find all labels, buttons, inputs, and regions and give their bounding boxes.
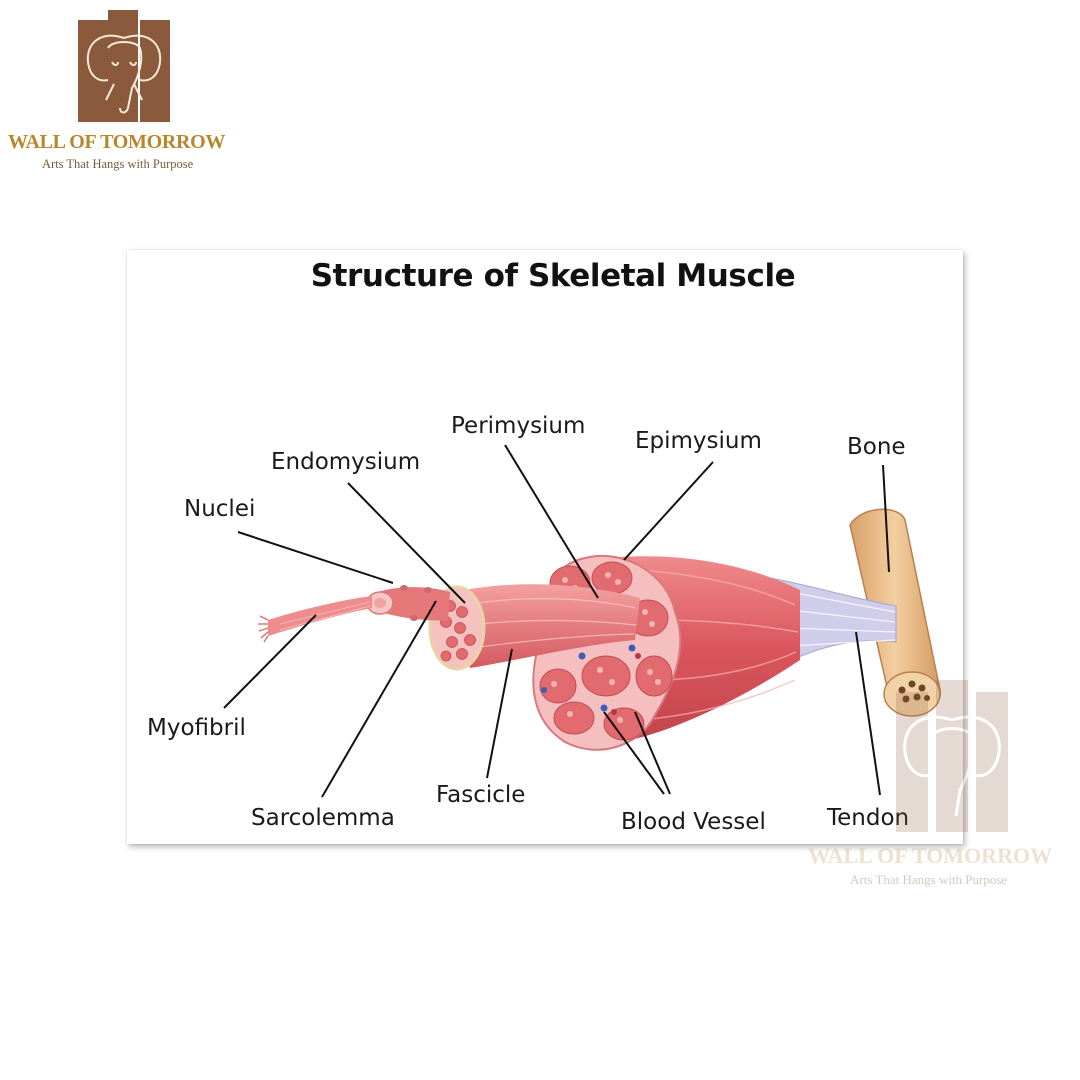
- label-nuclei: Nuclei: [184, 496, 255, 522]
- brand-name: WALL OF TOMORROW: [8, 131, 226, 153]
- nuclei-dots: [400, 585, 432, 621]
- label-perimysium: Perimysium: [451, 413, 585, 439]
- label-sarcolemma: Sarcolemma: [251, 805, 395, 831]
- label-bone: Bone: [847, 434, 906, 460]
- watermark-name: WALL OF TOMORROW: [808, 843, 1053, 868]
- brand-tagline: Arts That Hangs with Purpose: [42, 157, 194, 171]
- fascicle-shape: [455, 584, 640, 668]
- muscle-fiber: [378, 587, 450, 621]
- label-fascicle: Fascicle: [436, 782, 525, 808]
- tendon-shape: [769, 577, 897, 671]
- label-epimysium: Epimysium: [635, 428, 762, 454]
- label-tendon: Tendon: [826, 805, 909, 831]
- watermark-logo-icon: [896, 680, 1008, 832]
- elephant-logo-icon: [78, 10, 170, 122]
- watermark-tagline: Arts That Hangs with Purpose: [850, 872, 1008, 887]
- myofibril-shape: [268, 596, 372, 636]
- leader-lines: [223, 444, 890, 798]
- poster-card: [127, 250, 963, 844]
- poster-title: Structure of Skeletal Muscle: [310, 258, 796, 294]
- label-blood-vessel: Blood Vessel: [621, 809, 766, 835]
- label-myofibril: Myofibril: [147, 715, 246, 741]
- label-endomysium: Endomysium: [271, 449, 420, 475]
- brand-logo: WALL OF TOMORROW Arts That Hangs with Pu…: [0, 0, 260, 190]
